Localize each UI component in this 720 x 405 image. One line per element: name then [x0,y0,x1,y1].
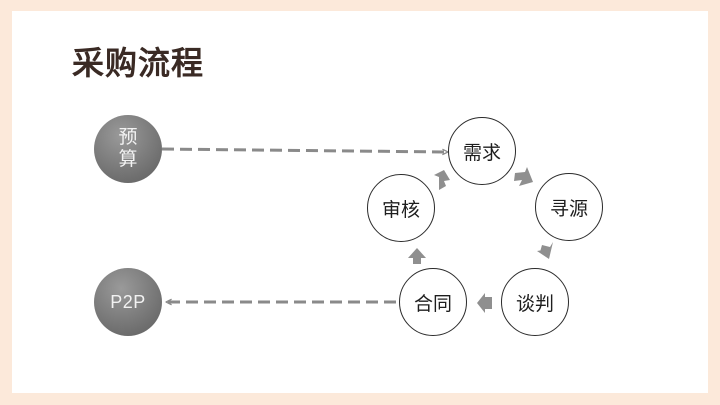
page-title: 采购流程 [72,44,205,82]
budget-node-label: 预 算 [118,126,138,170]
cycle-arrow-sourcing-to-negotiation [537,242,553,259]
contract-node-label: 合同 [413,292,452,315]
contract-node: 合同 [399,268,467,336]
budget-to-demand-arrow [161,147,448,152]
demand-node-label: 需求 [462,141,501,164]
review-node-label: 审核 [381,198,420,221]
demand-node: 需求 [448,117,516,185]
sourcing-node-label: 寻源 [549,197,588,220]
p2p-node: P2P [94,268,162,336]
budget-node: 预 算 [94,115,162,183]
cycle-arrow-contract-to-review [408,248,426,264]
negotiation-node: 谈判 [501,268,569,336]
cycle-arrow-review-to-demand [434,170,450,190]
cycle-arrow-negotiation-to-contract [477,293,492,313]
cycle-arrow-demand-to-sourcing [514,167,533,186]
review-node: 审核 [367,174,435,242]
p2p-node-label: P2P [110,291,146,312]
negotiation-node-label: 谈判 [515,292,554,315]
sourcing-node: 寻源 [535,173,603,241]
